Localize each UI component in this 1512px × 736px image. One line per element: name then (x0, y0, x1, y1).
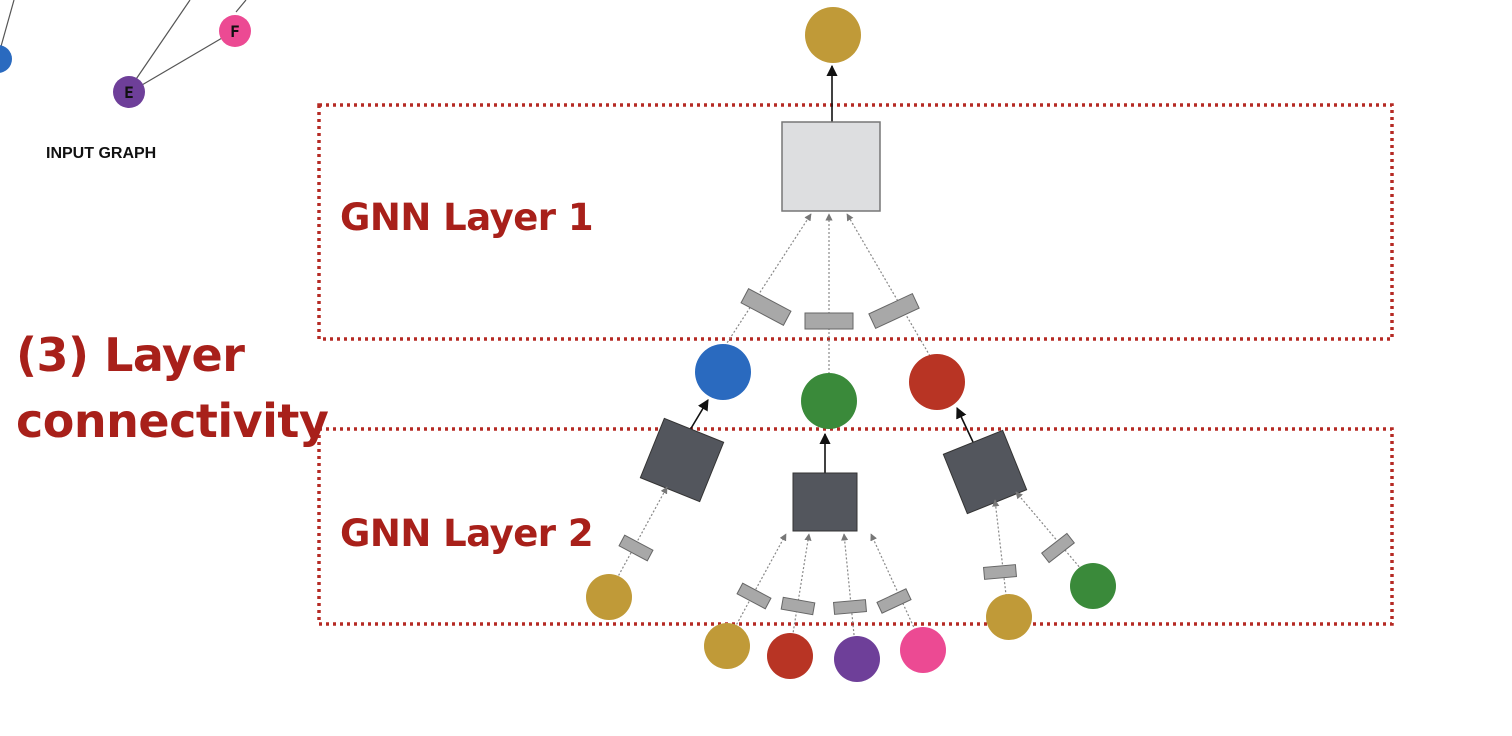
layer1-message-edge (846, 213, 931, 357)
layer2-message-box (736, 582, 772, 610)
leaf-node-gold (704, 623, 750, 669)
layer1-message-box (804, 312, 854, 330)
layer1-message-box (868, 292, 920, 330)
input-graph: F E (0, 0, 251, 108)
arrow-right-aggregator-to-red (956, 406, 974, 443)
layer2-aggregator-center (792, 472, 858, 532)
section-title: (3) Layer connectivity (16, 322, 329, 454)
output-node (805, 7, 861, 63)
arrow-left-aggregator-to-blue (689, 399, 709, 431)
section-title-line1: (3) Layer (16, 328, 245, 382)
gnn-layer-1-box (317, 103, 1394, 341)
leaf-node-pink (900, 627, 946, 673)
layer2-message-box (1040, 532, 1076, 564)
layer2-message-box (618, 534, 654, 562)
section-title-line2: connectivity (16, 394, 329, 448)
gnn-layer-2-label: GNN Layer 2 (340, 512, 594, 555)
layer2-aggregator-left (639, 417, 725, 503)
middle-node-green (801, 373, 857, 429)
layer2-message-edge (608, 486, 668, 594)
layer2-message-box (876, 588, 912, 614)
layer1-aggregator (781, 121, 881, 212)
input-node-e (113, 76, 145, 108)
layer2-message-edge (841, 533, 857, 656)
layer2-message-edge (992, 499, 1009, 613)
leaf-node-purple (834, 636, 880, 682)
input-edge (235, 0, 247, 13)
input-node-partial (0, 45, 12, 73)
input-edge (0, 0, 15, 51)
middle-node-blue (695, 344, 751, 400)
layer1-message-edge (724, 213, 812, 347)
layer2-message-edge (870, 533, 923, 646)
input-node-e-label: E (124, 83, 134, 102)
leaf-node-red (767, 633, 813, 679)
input-node-f-label: F (230, 22, 240, 41)
layer1-message-box (740, 287, 792, 327)
input-edge (129, 30, 235, 93)
input-edge (129, 0, 191, 89)
input-node-f (219, 15, 251, 47)
layer2-message-box (982, 564, 1018, 580)
gnn-layer-1-label: GNN Layer 1 (340, 196, 594, 239)
leaf-node-gold (586, 574, 632, 620)
layer2-message-box (780, 596, 816, 616)
layer2-aggregator-right (942, 429, 1028, 515)
leaf-node-green (1070, 563, 1116, 609)
layer2-message-box (832, 599, 868, 615)
leaf-node-gold (986, 594, 1032, 640)
gnn-layer-2-box (317, 427, 1394, 626)
input-graph-caption: INPUT GRAPH (46, 145, 157, 162)
middle-node-red (909, 354, 965, 410)
layer2-message-edge (726, 533, 787, 643)
